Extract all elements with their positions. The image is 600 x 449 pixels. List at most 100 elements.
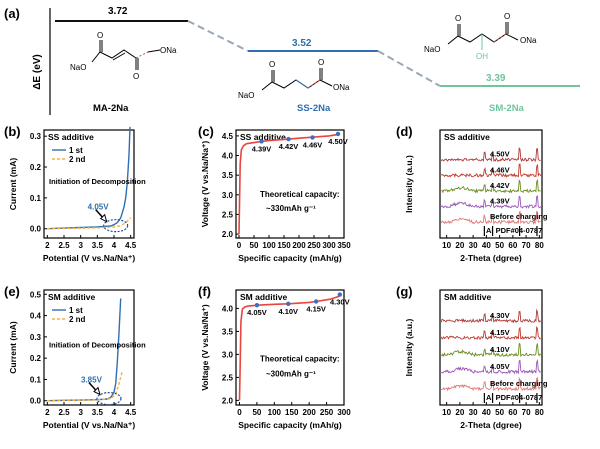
xrd-pattern: [440, 147, 541, 163]
panel-label-f: (f): [198, 284, 211, 299]
x-tick-label: 60: [508, 241, 517, 250]
x-tick-label: 3: [78, 241, 83, 250]
plot-frame: [43, 129, 135, 239]
x-tick-label: 0: [237, 241, 242, 250]
x-axis-label-f: Specific capacity (mAh/g): [238, 420, 342, 430]
pattern-label: Before charging: [490, 212, 548, 221]
legend-label: 2 nd: [69, 155, 86, 164]
y-tick-label: 3.0: [222, 350, 234, 359]
x-tick-label: 10: [442, 408, 451, 417]
data-point-label: 4.10V: [278, 307, 298, 316]
xrd-pattern: [440, 163, 542, 179]
xrd-pattern: [440, 326, 541, 341]
decomposition-ellipse: [103, 219, 129, 233]
x-tick-label: 250: [320, 408, 334, 417]
x-tick-label: 50: [252, 408, 261, 417]
x-tick-label: 40: [482, 408, 491, 417]
data-point: [254, 302, 260, 308]
capacity-text-1: Theoretical capacity:: [260, 190, 340, 199]
annotation-text: Initiation of Decomposition: [49, 177, 146, 186]
legend-label: 1 st: [69, 146, 83, 155]
data-point: [310, 135, 315, 140]
y-tick-label: 2.5: [222, 373, 234, 382]
x-tick-label: 200: [302, 408, 316, 417]
sm-label-oh: OH: [476, 52, 488, 61]
x-tick-label: 350: [337, 241, 351, 250]
molecule-sm-2na: [447, 22, 519, 50]
legend-label: 1 st: [69, 306, 83, 315]
y-tick-label: 0.5: [30, 290, 42, 299]
series-line-1: [47, 298, 122, 402]
x-tick-label: 4: [112, 241, 117, 250]
y-axis-label-c: Voltage (V vs.Na/Na⁺): [200, 141, 210, 228]
x-tick-label: 50: [495, 408, 504, 417]
ss-label-nao: NaO: [238, 91, 254, 100]
x-tick-label: 50: [495, 241, 504, 250]
plot-frame: [439, 289, 543, 406]
x-tick-label: 4.5: [125, 241, 137, 250]
x-tick-label: 200: [292, 241, 306, 250]
capacity-text-1: Theoretical capacity:: [260, 354, 340, 363]
pattern-label: 4.30V: [490, 311, 510, 320]
series-line-1: [47, 126, 131, 230]
panel-a: (a) ΔE (eV) 3.72 3.52 3.39 MA-2Na SS-2Na…: [4, 6, 580, 115]
x-tick-label: 80: [535, 241, 544, 250]
reference-label: Al PDF#04-0787: [486, 393, 542, 402]
y-tick-label: 0.2: [30, 163, 42, 172]
data-point: [286, 301, 291, 306]
xrd-pattern: [440, 195, 542, 209]
data-point-label: 4.39V: [252, 144, 272, 153]
panel-label-d: (d): [396, 124, 413, 139]
x-tick-label: 3.5: [92, 241, 104, 250]
panel-label-c: (c): [198, 124, 214, 139]
xrd-pattern: [440, 210, 541, 226]
ma-label-ona: ONa: [160, 46, 177, 55]
level-name-ma-2na: MA-2Na: [93, 103, 129, 114]
panel-title-d: SS additive: [444, 132, 490, 142]
pattern-label: 4.10V: [490, 345, 510, 354]
level-value-ss-2na: 3.52: [292, 38, 312, 49]
y-tick-label: 4.0: [222, 152, 234, 161]
ma-label-nao: NaO: [70, 63, 86, 72]
x-tick-label: 150: [277, 241, 291, 250]
pattern-label: 4.42V: [490, 181, 510, 190]
x-tick-label: 4.5: [125, 408, 137, 417]
pattern-label: 4.39V: [490, 197, 510, 206]
pattern-label: 4.15V: [490, 328, 510, 337]
level-value-ma-2na: 3.72: [108, 6, 128, 17]
x-tick-label: 50: [250, 241, 259, 250]
x-tick-label: 10: [442, 241, 451, 250]
x-tick-label: 30: [469, 408, 478, 417]
pattern-label: 4.46V: [490, 165, 510, 174]
plot-frame: [235, 289, 345, 406]
x-tick-label: 3: [78, 408, 83, 417]
panel-title-c: SS additive: [240, 132, 286, 142]
level-value-sm-2na: 3.39: [486, 73, 506, 84]
molecule-ma-2na: [91, 40, 161, 70]
series-line-2: [47, 370, 123, 402]
x-tick-label: 300: [322, 241, 336, 250]
decomposition-ellipse: [96, 392, 122, 406]
xrd-pattern: [441, 178, 541, 194]
y-tick-label: 0.4: [30, 312, 42, 321]
data-point: [337, 292, 343, 297]
x-tick-label: 3.5: [92, 408, 104, 417]
x-tick-label: 20: [455, 241, 464, 250]
x-axis-label-d: 2-Theta (dgree): [460, 253, 522, 263]
connector-ma-ss: [187, 20, 249, 52]
sm-label-ona: ONa: [520, 36, 537, 45]
data-point-label: 4.15V: [306, 305, 326, 314]
xrd-pattern: [440, 342, 542, 358]
xrd-pattern: [440, 376, 541, 392]
capacity-text-2: ~300mAh g⁻¹: [266, 369, 316, 378]
legend-label: 2 nd: [69, 315, 86, 324]
plot-frame: [235, 129, 345, 239]
data-point-label: 4.46V: [303, 140, 323, 149]
ma-label-o-top: O: [97, 31, 103, 40]
y-tick-label: 0.1: [30, 375, 42, 384]
panel-label-e: (e): [4, 284, 20, 299]
